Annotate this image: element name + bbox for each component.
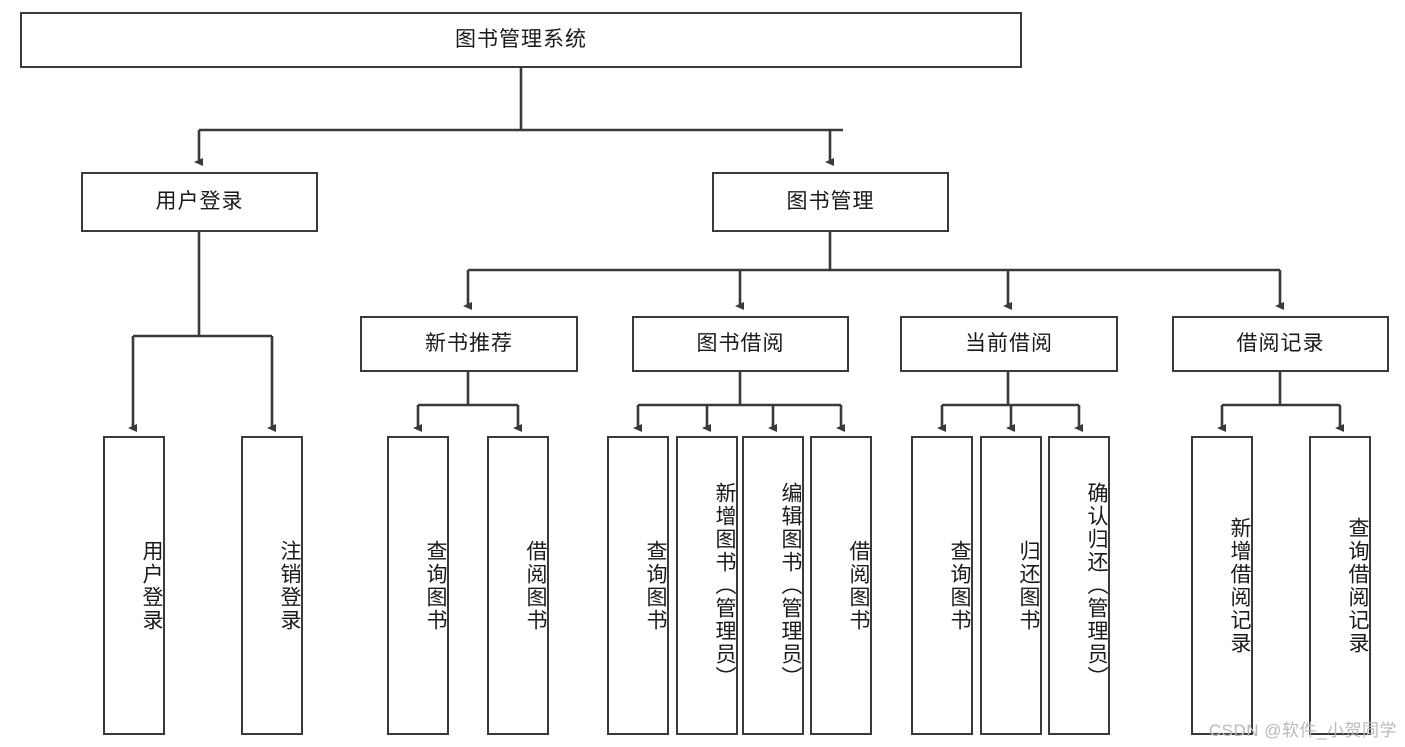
node-leaf-br-query[interactable]: 查询借阅记录	[1309, 436, 1371, 735]
node-user-login[interactable]: 用户登录	[81, 172, 318, 232]
node-leaf-bb-edit[interactable]: 编辑图书（管理员）	[742, 436, 804, 735]
node-leaf-bb-edit-label: 编辑图书（管理员）	[779, 482, 802, 689]
csdn-watermark: CSDN @软件_小贺同学	[1208, 721, 1397, 740]
node-current-borrow-label: 当前借阅	[965, 332, 1053, 356]
node-leaf-rec-query[interactable]: 查询图书	[387, 436, 449, 735]
node-root[interactable]: 图书管理系统	[20, 12, 1022, 68]
node-leaf-bb-borrow[interactable]: 借阅图书	[810, 436, 872, 735]
node-leaf-cb-query-label: 查询图书	[948, 539, 971, 632]
node-leaf-cb-confirm-label: 确认归还（管理员）	[1085, 482, 1108, 689]
node-leaf-user-logout-label: 注销登录	[278, 539, 301, 632]
node-leaf-bb-borrow-label: 借阅图书	[847, 539, 870, 632]
node-root-label: 图书管理系统	[455, 28, 587, 52]
node-user-login-label: 用户登录	[155, 190, 244, 214]
node-leaf-cb-query[interactable]: 查询图书	[911, 436, 973, 735]
node-leaf-cb-return[interactable]: 归还图书	[980, 436, 1042, 735]
node-book-manage[interactable]: 图书管理	[712, 172, 949, 232]
node-borrow-record[interactable]: 借阅记录	[1172, 316, 1389, 372]
node-leaf-user-logout[interactable]: 注销登录	[241, 436, 303, 735]
node-leaf-br-query-label: 查询借阅记录	[1346, 516, 1369, 655]
node-leaf-bb-add-label: 新增图书（管理员）	[713, 482, 736, 689]
node-leaf-cb-return-label: 归还图书	[1017, 539, 1040, 632]
node-leaf-rec-borrow-label: 借阅图书	[524, 539, 547, 632]
node-book-borrow[interactable]: 图书借阅	[632, 316, 849, 372]
node-book-borrow-label: 图书借阅	[696, 332, 785, 356]
node-book-manage-label: 图书管理	[786, 190, 875, 214]
node-new-book-rec[interactable]: 新书推荐	[360, 316, 578, 372]
node-leaf-br-add[interactable]: 新增借阅记录	[1191, 436, 1253, 735]
node-leaf-rec-query-label: 查询图书	[424, 539, 447, 632]
node-new-book-rec-label: 新书推荐	[425, 332, 513, 356]
node-leaf-cb-confirm[interactable]: 确认归还（管理员）	[1048, 436, 1110, 735]
node-leaf-bb-query[interactable]: 查询图书	[607, 436, 669, 735]
node-leaf-bb-query-label: 查询图书	[644, 539, 667, 632]
node-leaf-user-login[interactable]: 用户登录	[103, 436, 165, 735]
node-leaf-rec-borrow[interactable]: 借阅图书	[487, 436, 549, 735]
node-leaf-br-add-label: 新增借阅记录	[1228, 516, 1251, 655]
node-current-borrow[interactable]: 当前借阅	[900, 316, 1118, 372]
node-borrow-record-label: 借阅记录	[1236, 332, 1325, 356]
node-leaf-bb-add[interactable]: 新增图书（管理员）	[676, 436, 738, 735]
node-leaf-user-login-label: 用户登录	[140, 539, 163, 632]
